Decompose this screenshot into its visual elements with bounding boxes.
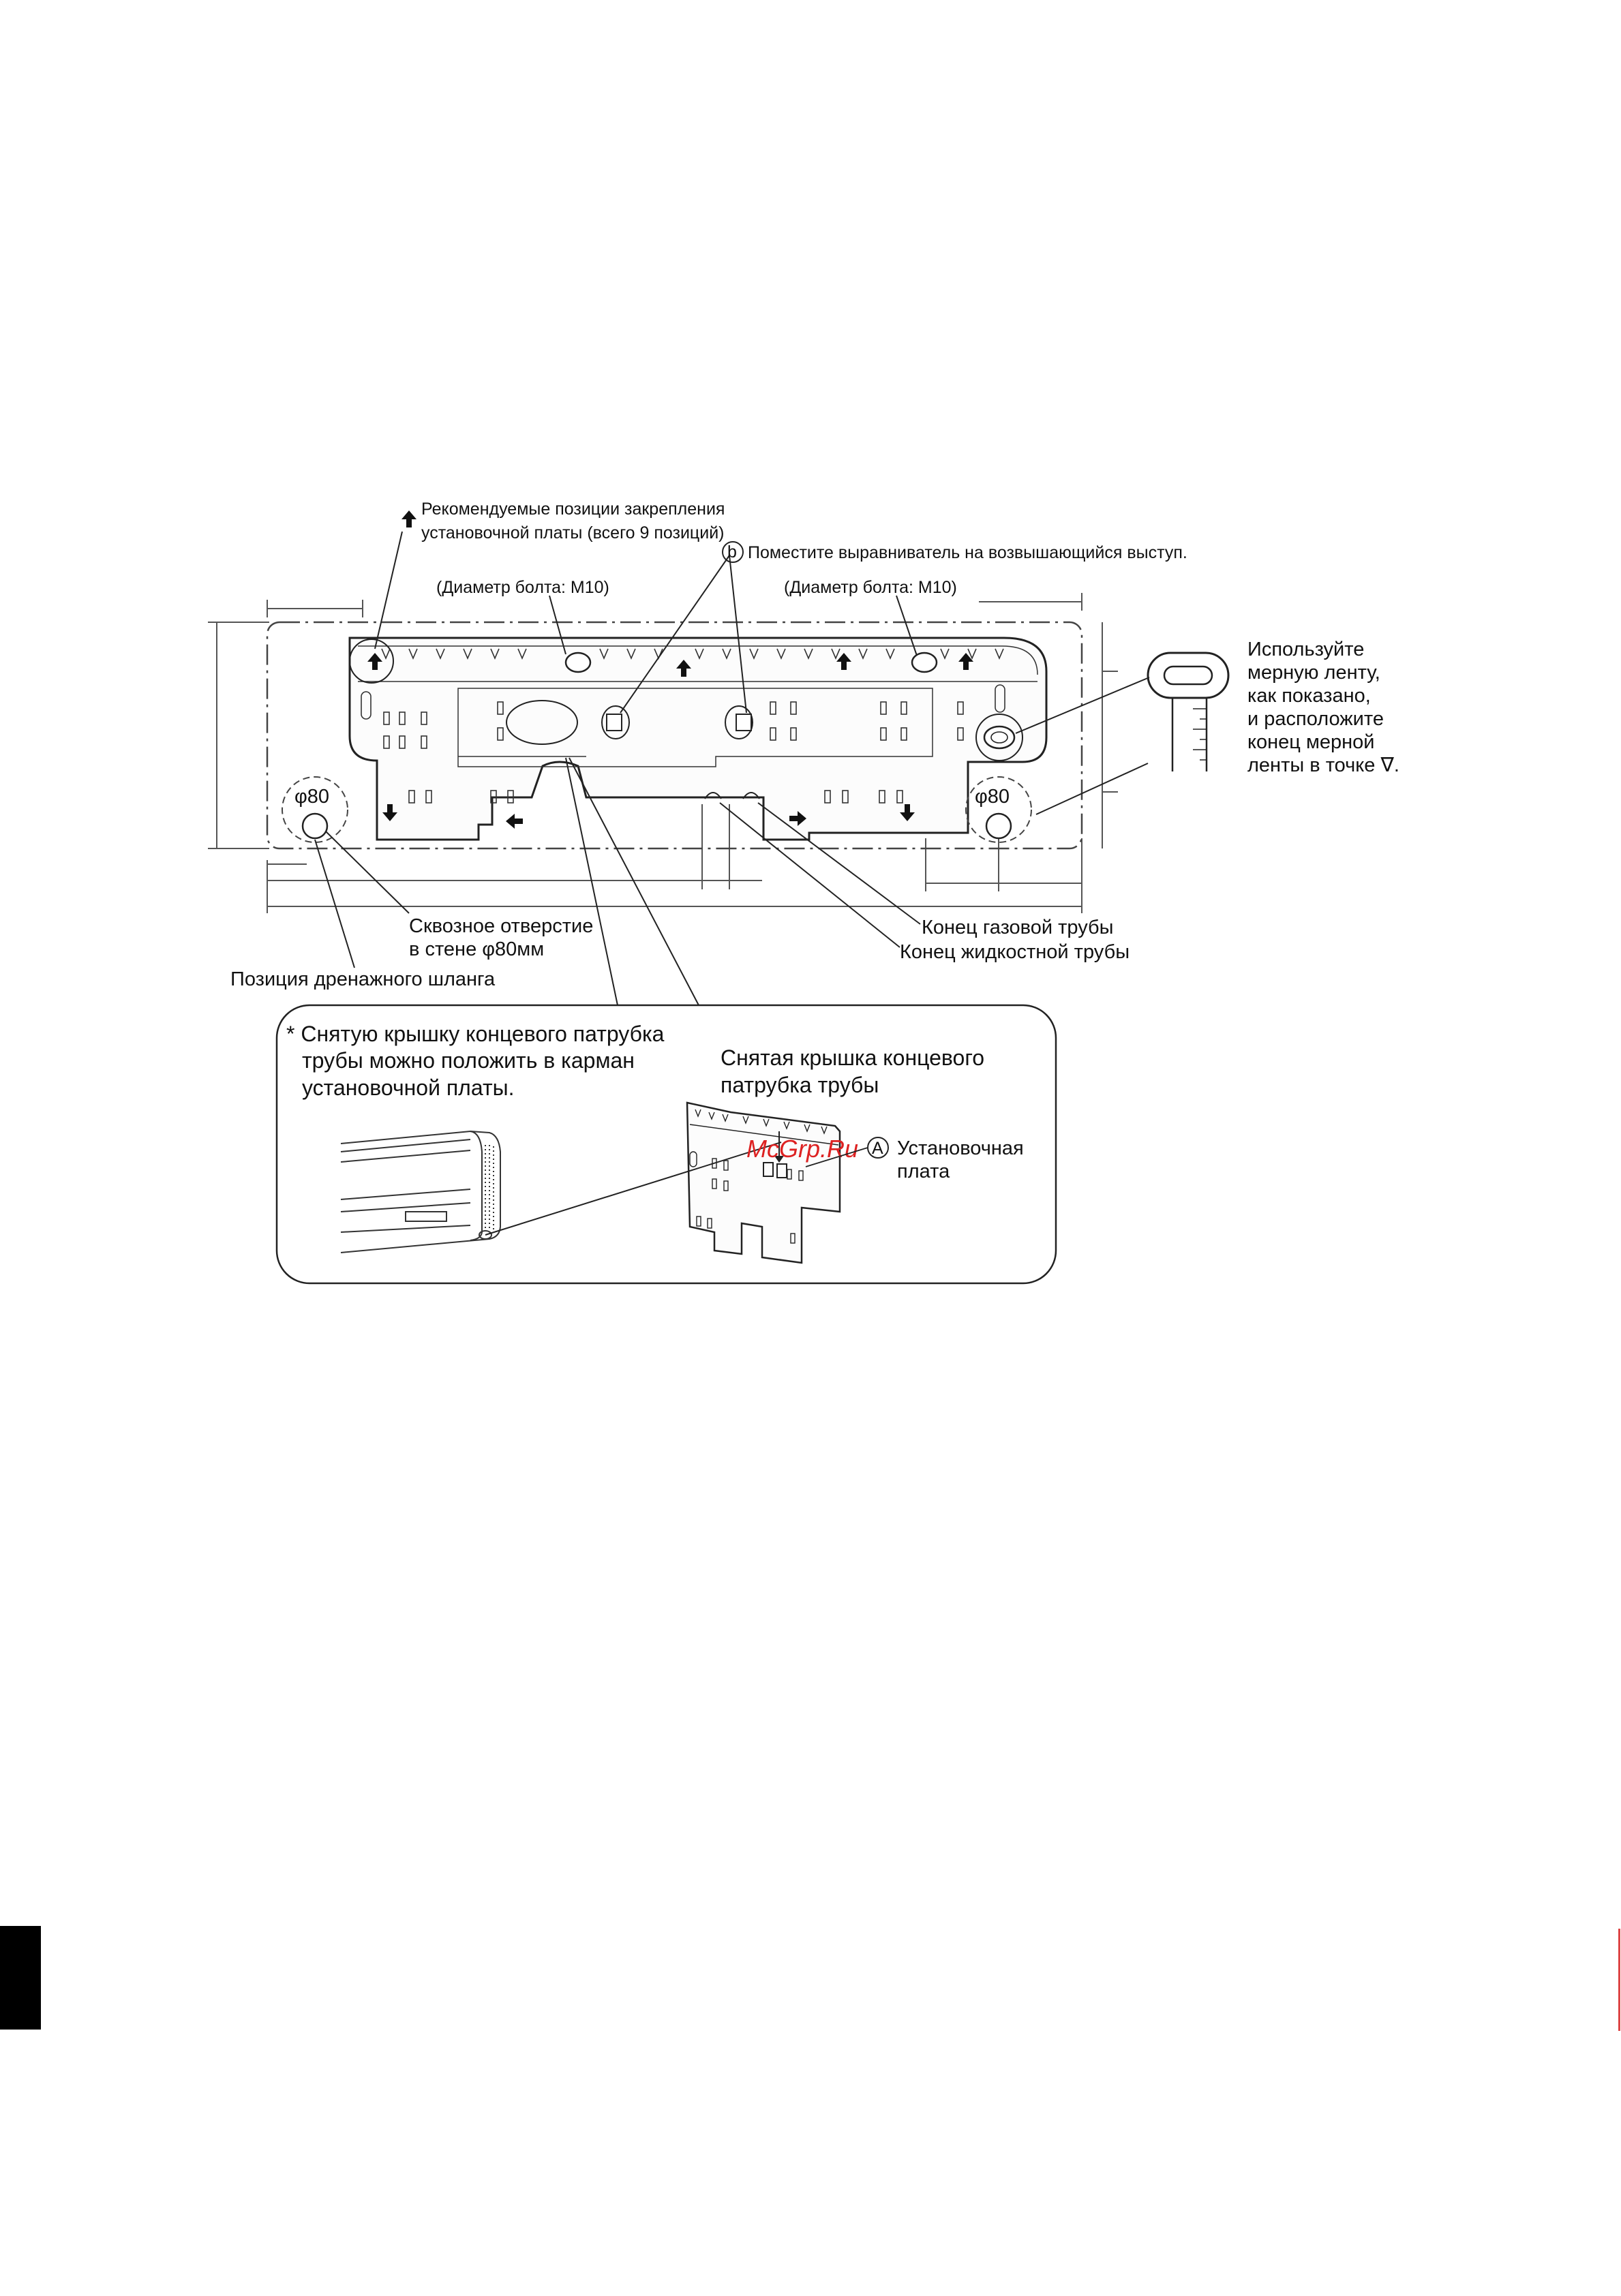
bolt-hole-left: [564, 652, 592, 673]
page-edge-tab: [0, 1926, 41, 2030]
fixing-arrow-down: [382, 804, 397, 821]
fixing-arrow-up: [402, 510, 416, 527]
fixing-arrow-up: [676, 660, 691, 677]
wall-hole-label: Сквозное отверстие: [409, 915, 593, 937]
bolt-hole-right: [911, 652, 938, 673]
cover-leader: [485, 1142, 782, 1236]
inset-note-line: * Снятую крышку концевого патрубка: [286, 1022, 665, 1046]
tape-note-line: Используйте: [1247, 639, 1364, 660]
pocket-arrow: [774, 1156, 784, 1163]
recommended-positions-title: Рекомендуемые позиции закрепления: [421, 500, 725, 519]
plate-slots: [361, 684, 1005, 803]
hole-diameter-left: φ80: [294, 786, 329, 808]
wall-hole-label-2: в стене φ80мм: [409, 938, 544, 960]
gas-pipe-end: [704, 792, 722, 799]
bolt-diameter-left: (Диаметр болта: M10): [436, 578, 609, 597]
installation-plate: [348, 637, 1048, 841]
fixing-arrow-right: [789, 811, 806, 826]
marker-b-circle: [722, 541, 744, 563]
leveler-note: Поместите выравниватель на возвышающийся…: [748, 543, 1187, 562]
measuring-tape: [1147, 652, 1230, 771]
liquid-pipe-end: [742, 792, 760, 799]
leader-lines: [314, 531, 1150, 1006]
gas-pipe-label: Конец газовой трубы: [922, 917, 1114, 938]
marker-a: A: [872, 1139, 883, 1158]
installation-plate-label-2: плата: [897, 1161, 950, 1182]
inset-note-line: трубы можно положить в карман: [302, 1048, 635, 1073]
tape-hook: [983, 725, 1016, 750]
fixing-position-arrows: [367, 510, 973, 829]
installation-plate-label: Установочная: [897, 1137, 1024, 1159]
inset-panel: * Снятую крышку концевого патрубка трубы…: [275, 1004, 1057, 1285]
watermark: McGrp.Ru: [746, 1135, 858, 1163]
mini-plate-sketch: [686, 1101, 841, 1264]
fixing-arrow-left: [506, 814, 523, 829]
recommended-positions-title-2: установочной платы (всего 9 позиций): [421, 523, 725, 542]
removed-cover-label: Снятая крышка концевого: [721, 1045, 984, 1070]
bolt-diameter-right: (Диаметр болта: M10): [784, 578, 957, 597]
tape-note-line: мерную ленту,: [1247, 662, 1380, 684]
tape-note-line: как показано,: [1247, 685, 1371, 707]
page-edge-mark: [1618, 1929, 1620, 2031]
tape-note-line: ленты в точке ∇.: [1247, 754, 1399, 776]
unit-outline-frame: [266, 621, 1083, 850]
wall-hole-right: [965, 776, 1032, 843]
leveler-boss-right: [736, 714, 752, 731]
indoor-unit-sketch: [340, 1130, 501, 1253]
tape-note-line: и расположите: [1247, 708, 1384, 730]
hole-diameter-right: φ80: [975, 786, 1010, 808]
fixing-arrow-up: [367, 653, 382, 670]
drain-hose-label: Позиция дренажного шланга: [230, 968, 496, 990]
liquid-pipe-label: Конец жидкостной трубы: [900, 941, 1130, 963]
fixing-arrow-down: [900, 804, 915, 821]
fixing-arrow-up: [958, 653, 973, 670]
fixing-arrow-up: [836, 653, 851, 670]
leveler-boss-left: [606, 714, 622, 731]
tape-note-line: конец мерной: [1247, 731, 1375, 753]
marker-b: b: [727, 542, 737, 562]
wall-hole-left: [282, 776, 348, 843]
plate-top-teeth: [381, 648, 1004, 660]
inset-note-line: установочной платы.: [302, 1075, 514, 1100]
removed-cover-label-2: патрубка трубы: [721, 1073, 879, 1097]
